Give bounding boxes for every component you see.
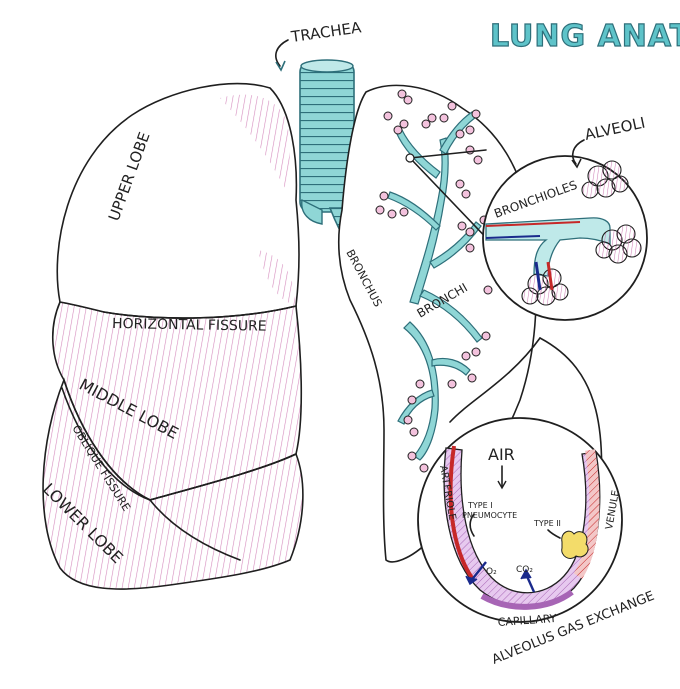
type-i-label: TYPE I (467, 501, 493, 510)
left-lung (42, 82, 304, 590)
gas-exchange-zoom (417, 417, 623, 623)
pneumocyte-label: PNEUMOCYTE (462, 511, 517, 520)
co2-label: CO₂ (516, 565, 533, 575)
capillary-label: CAPILLARY (497, 612, 557, 629)
alveoli-label: ALVEOLI (583, 114, 647, 144)
type-ii-label: TYPE II (533, 519, 561, 528)
trachea-label: TRACHEA (289, 18, 363, 46)
air-label: AIR (488, 445, 515, 464)
bronchioles-zoom (482, 155, 648, 321)
horizontal-fissure-label: HORIZONTAL FISSURE (112, 316, 267, 335)
o2-label: O₂ (486, 567, 497, 577)
diagram-title: LUNG ANATOMY (490, 19, 680, 54)
